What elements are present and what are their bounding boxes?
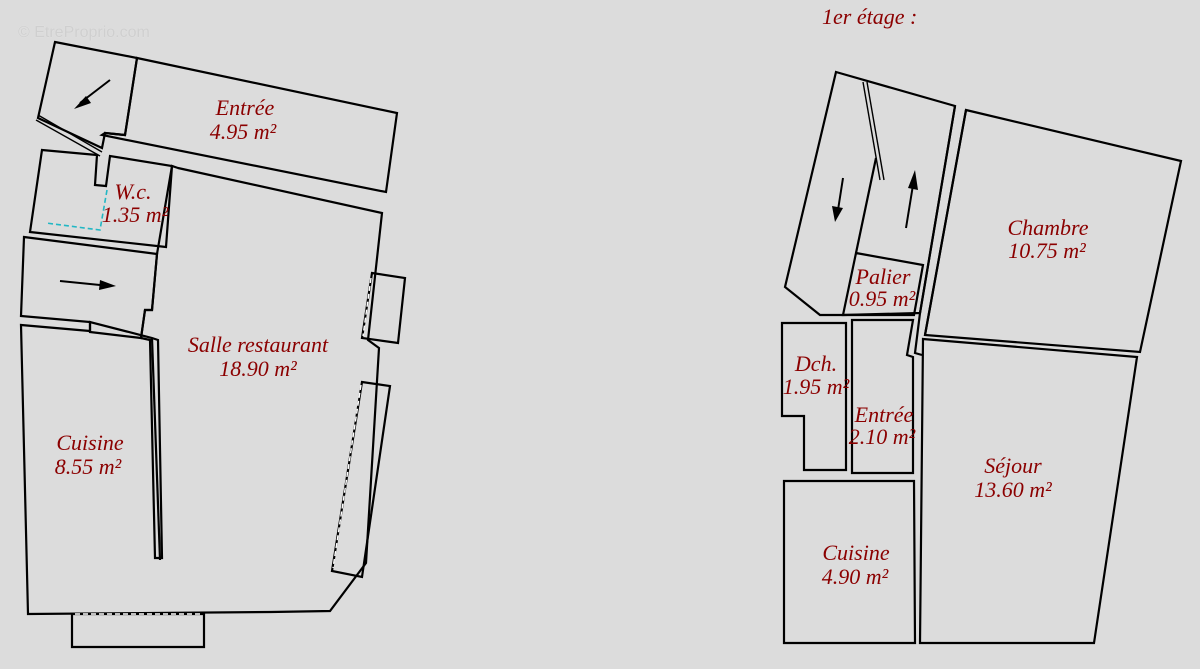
- room-label: Dch.: [794, 351, 837, 376]
- room-palier: [841, 251, 925, 317]
- arrow-up-icon: [905, 170, 918, 229]
- room-area: 18.90 m²: [219, 356, 297, 381]
- bay-window-top: [360, 271, 407, 345]
- corridor-wall: [923, 109, 968, 336]
- floor-title: 1er étage :: [822, 4, 917, 29]
- room-label: Séjour: [984, 453, 1042, 478]
- room-salle-restaurant: [19, 164, 384, 616]
- room-label: Entrée: [215, 95, 275, 120]
- room-area: 4.90 m²: [822, 564, 889, 589]
- room-entree-first: [850, 318, 915, 475]
- porch: [70, 612, 206, 649]
- arrow-down-left-icon: [74, 79, 111, 109]
- room-area: 13.60 m²: [974, 477, 1052, 502]
- watermark: © EtreProprio.com: [18, 24, 150, 41]
- stair-rail: [862, 81, 881, 181]
- room-area: 1.95 m²: [783, 374, 850, 399]
- room-area: 2.10 m²: [849, 424, 916, 449]
- door-line: [35, 119, 101, 157]
- room-area: 8.55 m²: [55, 454, 122, 479]
- bay-dash: [362, 277, 372, 337]
- stair-divider: [854, 157, 878, 254]
- room-label: W.c.: [114, 179, 151, 204]
- room-label: Entrée: [854, 402, 914, 427]
- door-line: [37, 114, 103, 153]
- stair-rail: [866, 81, 885, 181]
- room-label: Cuisine: [822, 540, 889, 565]
- kitchen-partition: [150, 337, 162, 561]
- room-douche: [780, 321, 848, 472]
- room-label: Salle restaurant: [188, 332, 329, 357]
- room-label: Palier: [855, 264, 911, 289]
- room-area: 0.95 m²: [849, 286, 916, 311]
- room-label: Cuisine: [56, 430, 123, 455]
- wc-dashed-outline: [45, 189, 108, 231]
- room-area: 10.75 m²: [1008, 238, 1086, 263]
- room-sejour: [918, 337, 1139, 645]
- arrow-down-icon: [832, 177, 844, 222]
- room-label: Chambre: [1007, 215, 1088, 240]
- bay-dash: [332, 384, 362, 569]
- arrow-right-icon: [59, 280, 116, 290]
- vestibule-wall: [36, 40, 139, 150]
- room-area: 4.95 m²: [210, 119, 277, 144]
- corridor-wall: [913, 105, 957, 357]
- bay-window-side: [330, 380, 392, 579]
- ground-floor: Entrée 4.95 m² W.c. 1.35 m² Salle restau…: [19, 40, 407, 649]
- room-entree-ground: [99, 56, 399, 194]
- first-floor: 1er étage : Chambre 10.75 m² P: [780, 4, 1183, 645]
- room-area: 1.35 m²: [102, 202, 169, 227]
- room-wc: [28, 148, 174, 249]
- room-cuisine-first: [782, 479, 917, 645]
